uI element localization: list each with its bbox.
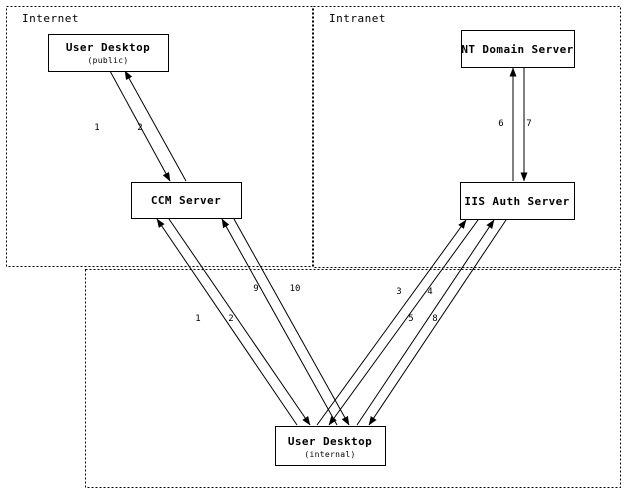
zone-label-internet: Internet xyxy=(22,12,79,25)
flow-edge-4 xyxy=(328,219,479,426)
node-title-nt-domain-server: NT Domain Server xyxy=(461,43,573,56)
flow-edge-8 xyxy=(368,219,507,426)
node-box-user-desktop-public[interactable] xyxy=(48,34,169,72)
node-box-nt-domain-server[interactable] xyxy=(461,30,575,68)
edges-layer xyxy=(109,67,528,426)
flow-label-edge-9: 9 xyxy=(253,284,258,294)
flow-edge-2-internal xyxy=(168,218,311,426)
zone-label-intranet: Intranet xyxy=(329,12,386,25)
flow-edge-2-public xyxy=(124,70,187,182)
flow-label-edge-7: 7 xyxy=(526,119,531,129)
node-box-ccm-server[interactable] xyxy=(131,182,242,219)
flow-label-edge-10: 10 xyxy=(290,284,301,294)
flow-label-edge-1-internal: 1 xyxy=(195,314,200,324)
nodes-layer: User Desktop (public) CCM Server NT Domain … xyxy=(48,30,575,466)
flow-edge-10 xyxy=(233,218,350,426)
flow-label-edge-2-public: 2 xyxy=(137,123,142,133)
node-ccm-server[interactable]: CCM Server xyxy=(131,182,242,219)
node-user-desktop-internal[interactable]: User Desktop (internal) xyxy=(275,426,386,466)
flow-edge-1-internal xyxy=(156,218,298,426)
node-nt-domain-server[interactable]: NT Domain Server xyxy=(461,30,575,68)
node-title-user-desktop-internal: User Desktop xyxy=(288,435,372,448)
flow-edge-3 xyxy=(316,219,467,426)
node-title-user-desktop-public: User Desktop xyxy=(66,41,150,54)
flow-edge-1-public xyxy=(109,70,171,182)
zone-boundary-intranet xyxy=(313,6,621,268)
node-subtitle-user-desktop-internal: (internal) xyxy=(304,450,355,459)
node-subtitle-user-desktop-public: (public) xyxy=(88,56,129,65)
flow-label-edge-3: 3 xyxy=(396,287,401,297)
node-user-desktop-public[interactable]: User Desktop (public) xyxy=(48,34,169,72)
flow-label-edge-6: 6 xyxy=(498,119,503,129)
flow-edge-5 xyxy=(356,219,495,426)
flow-label-edge-5: 5 xyxy=(408,314,413,324)
flow-label-edge-1-public: 1 xyxy=(94,123,99,133)
node-box-iis-auth-server[interactable] xyxy=(460,182,575,220)
flow-edge-9 xyxy=(221,218,338,426)
flow-label-edge-4: 4 xyxy=(427,287,432,297)
edge-labels-layer: 1 2 6 7 1 2 9 10 3 4 5 8 xyxy=(94,119,531,324)
node-iis-auth-server[interactable]: IIS Auth Server xyxy=(460,182,575,220)
node-box-user-desktop-internal[interactable] xyxy=(275,426,386,466)
node-title-ccm-server: CCM Server xyxy=(151,194,221,207)
flow-label-edge-8: 8 xyxy=(432,314,437,324)
zone-boundary-internet xyxy=(6,6,313,267)
zones-layer: Internet Intranet xyxy=(6,6,621,488)
flow-label-edge-2-internal: 2 xyxy=(228,314,233,324)
node-title-iis-auth-server: IIS Auth Server xyxy=(464,195,569,208)
zone-boundary-bottom-zone xyxy=(85,269,621,488)
